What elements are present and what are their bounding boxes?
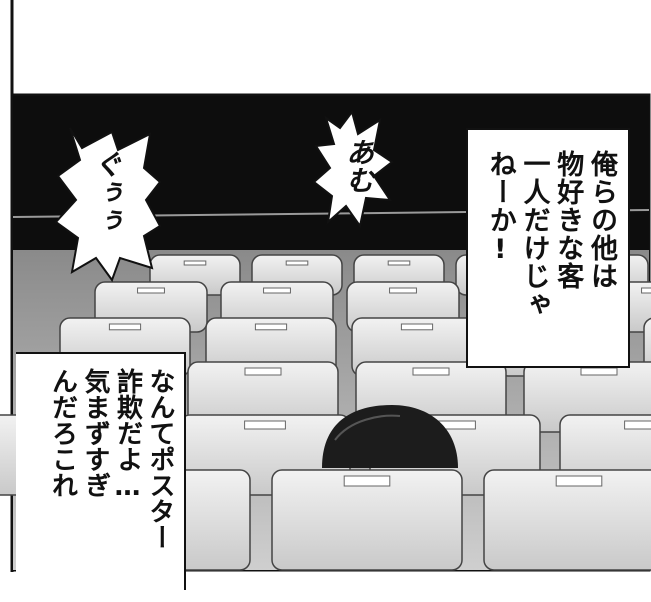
seat-number-plate: [624, 420, 651, 430]
left-line-3: 気まずすぎ: [80, 368, 110, 498]
seat-back: [271, 469, 463, 571]
seat-number-plate: [641, 287, 651, 294]
seat-number-plate: [285, 260, 309, 266]
sfx-burst-left: [54, 127, 162, 283]
left-line-4: んだろこれ: [47, 368, 78, 498]
theater-seats: [0, 254, 651, 571]
seat-number-plate: [412, 367, 450, 376]
right-line-1: 俺らの他は: [586, 150, 617, 290]
seat-number-plate: [108, 323, 142, 331]
right-line-3: 一人だけじゃ: [518, 150, 550, 318]
right-line-2: 物好きな客: [552, 150, 584, 290]
seat-number-plate: [137, 287, 165, 294]
seat-number-plate: [244, 420, 286, 430]
seat-number-plate: [183, 260, 207, 266]
sfx-text-middle: あむ: [342, 138, 375, 194]
seat-number-plate: [343, 475, 391, 487]
right-line-4: ねーか!: [484, 150, 516, 266]
speech-text-left: なんてポスター 詐欺だよ… 気まずすぎ んだろこれ: [26, 368, 176, 588]
seat-number-plate: [387, 260, 411, 266]
left-line-2: 詐欺だよ…: [112, 368, 143, 502]
seat-number-plate: [244, 367, 282, 376]
seat-number-plate: [263, 287, 291, 294]
seat-number-plate: [254, 323, 288, 331]
seat-back: [483, 469, 651, 571]
audience-head: [322, 405, 458, 468]
seat-number-plate: [580, 367, 618, 376]
seat-number-plate: [400, 323, 434, 331]
speech-box-right: [466, 128, 630, 368]
sfx-text-left: ぐぅぅ: [90, 150, 123, 234]
seat-number-plate: [555, 475, 603, 487]
speech-text-right: 俺らの他は 物好きな客 一人だけじゃ ねーか!: [478, 150, 618, 360]
speech-box-left: [16, 352, 186, 590]
left-line-1: なんてポスター: [145, 368, 175, 550]
sfx-burst-middle: [312, 109, 394, 229]
seat-number-plate: [389, 287, 417, 294]
